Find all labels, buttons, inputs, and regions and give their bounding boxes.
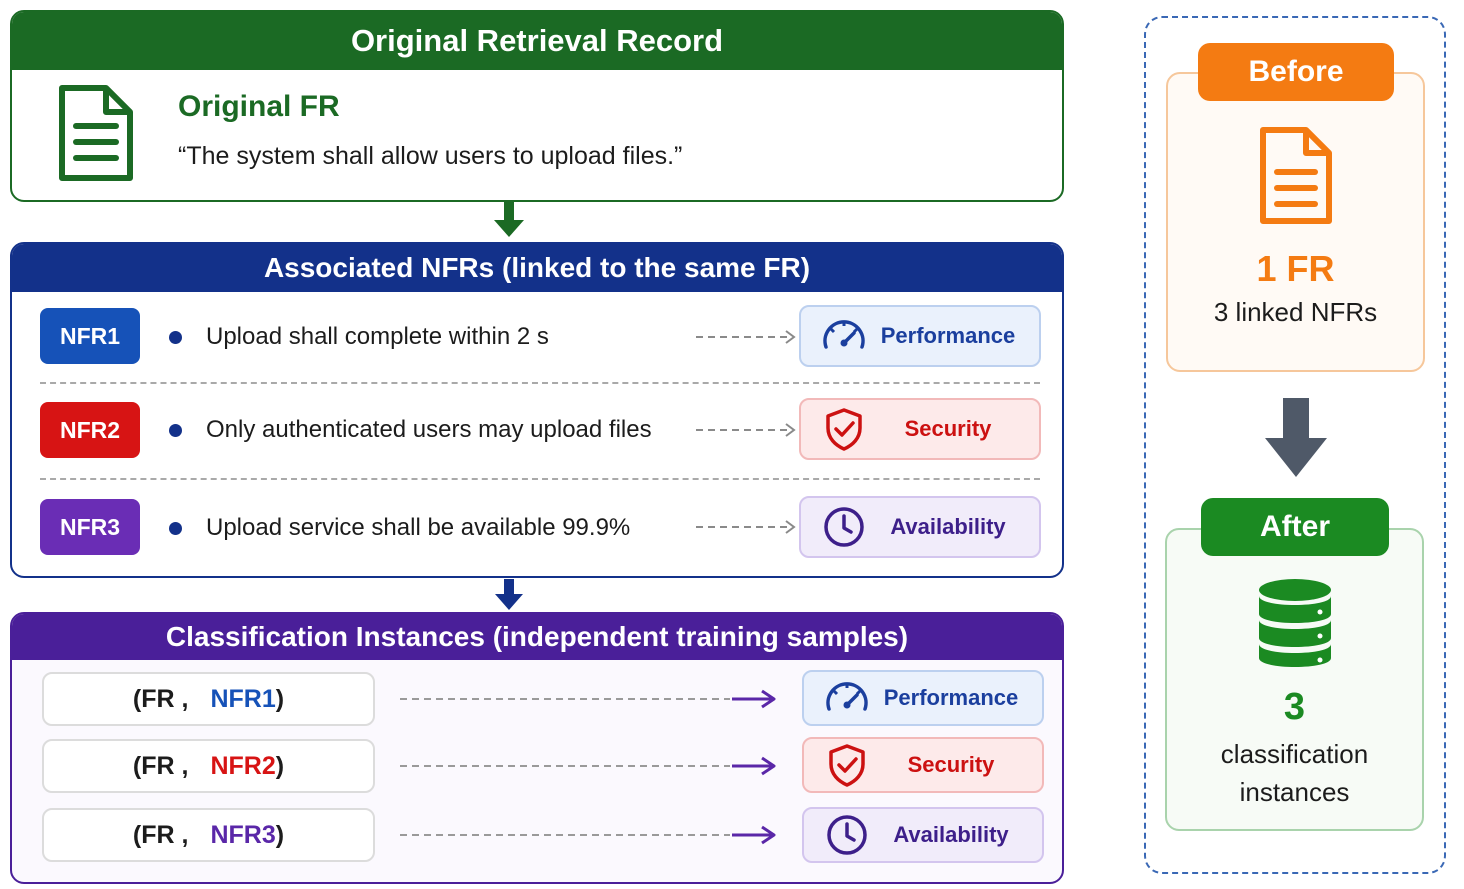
- after-subtitle: classification instances: [1165, 735, 1424, 811]
- database-icon: [1259, 579, 1331, 667]
- document-icon: [59, 85, 133, 181]
- bullet-dot: [169, 424, 182, 437]
- category-performance: Performance: [799, 305, 1041, 367]
- classification-instances-title: Classification Instances (independent tr…: [12, 614, 1062, 660]
- nfr1-text: Upload shall complete within 2 s: [206, 323, 549, 350]
- category-security: Security: [802, 737, 1044, 793]
- category-availability: Availability: [799, 496, 1041, 558]
- down-arrow-icon: [495, 579, 523, 610]
- speedometer-icon: [826, 682, 868, 711]
- pair-nfr: NFR1: [210, 684, 276, 713]
- clock-icon: [824, 507, 864, 547]
- instance-arrow: [400, 756, 776, 776]
- pair-close: ): [275, 684, 285, 713]
- pair-fr: (FR ,: [132, 820, 189, 849]
- after-subtitle-line1: classification: [1220, 739, 1369, 769]
- pair-fr: (FR ,: [132, 684, 189, 713]
- instance-pair: (FR , NFR2 ): [42, 739, 375, 793]
- row-divider: [40, 478, 1040, 480]
- instance-arrow: [400, 689, 776, 709]
- nfr3-badge: NFR3: [40, 499, 140, 555]
- before-tag: Before: [1198, 43, 1394, 101]
- category-label: Security: [904, 416, 992, 441]
- document-icon: [1260, 127, 1332, 224]
- category-label: Availability: [893, 822, 1009, 847]
- nfr2-badge: NFR2: [40, 402, 140, 458]
- down-arrow-icon: [1265, 398, 1327, 477]
- category-label: Availability: [890, 514, 1006, 539]
- down-arrow-icon: [494, 202, 524, 237]
- clock-icon: [827, 815, 867, 855]
- pair-fr: (FR ,: [132, 751, 189, 780]
- shield-check-icon: [826, 408, 862, 451]
- before-count: 1 FR: [1256, 248, 1335, 289]
- original-record-panel: Original Retrieval Record: [10, 10, 1064, 202]
- dashed-arrow: [696, 330, 796, 344]
- category-label: Security: [907, 752, 995, 777]
- instance-pair: (FR , NFR3 ): [42, 808, 375, 862]
- instance-arrow: [400, 825, 776, 845]
- category-availability: Availability: [802, 807, 1044, 863]
- before-after-panel: [1144, 16, 1446, 874]
- pair-nfr: NFR2: [210, 751, 276, 780]
- after-box: [1165, 528, 1424, 831]
- original-fr-text: “The system shall allow users to upload …: [178, 142, 683, 170]
- bullet-dot: [169, 522, 182, 535]
- dashed-arrow: [696, 423, 796, 437]
- original-fr-title: Original FR: [178, 90, 340, 123]
- nfr2-text: Only authenticated users may upload file…: [206, 416, 652, 443]
- original-record-title: Original Retrieval Record: [12, 12, 1062, 70]
- pair-nfr: NFR3: [210, 820, 276, 849]
- category-security: Security: [799, 398, 1041, 460]
- after-tag: After: [1201, 498, 1389, 556]
- nfr3-text: Upload service shall be available 99.9%: [206, 514, 631, 541]
- after-count: 3: [1283, 686, 1306, 728]
- row-divider: [40, 382, 1040, 384]
- nfr1-badge: NFR1: [40, 308, 140, 364]
- pair-close: ): [275, 820, 285, 849]
- category-label: Performance: [880, 323, 1016, 348]
- pair-close: ): [275, 751, 285, 780]
- associated-nfrs-title: Associated NFRs (linked to the same FR): [12, 244, 1062, 292]
- after-subtitle-line2: instances: [1239, 777, 1350, 807]
- shield-check-icon: [829, 744, 865, 787]
- dashed-arrow: [696, 520, 796, 534]
- associated-nfrs-panel: Associated NFRs (linked to the same FR): [10, 242, 1064, 578]
- bullet-dot: [169, 331, 182, 344]
- category-label: Performance: [883, 685, 1019, 710]
- before-subtitle: 3 linked NFRs: [1213, 297, 1378, 327]
- instance-pair: (FR , NFR1 ): [42, 672, 375, 726]
- speedometer-icon: [823, 320, 865, 349]
- category-performance: Performance: [802, 670, 1044, 726]
